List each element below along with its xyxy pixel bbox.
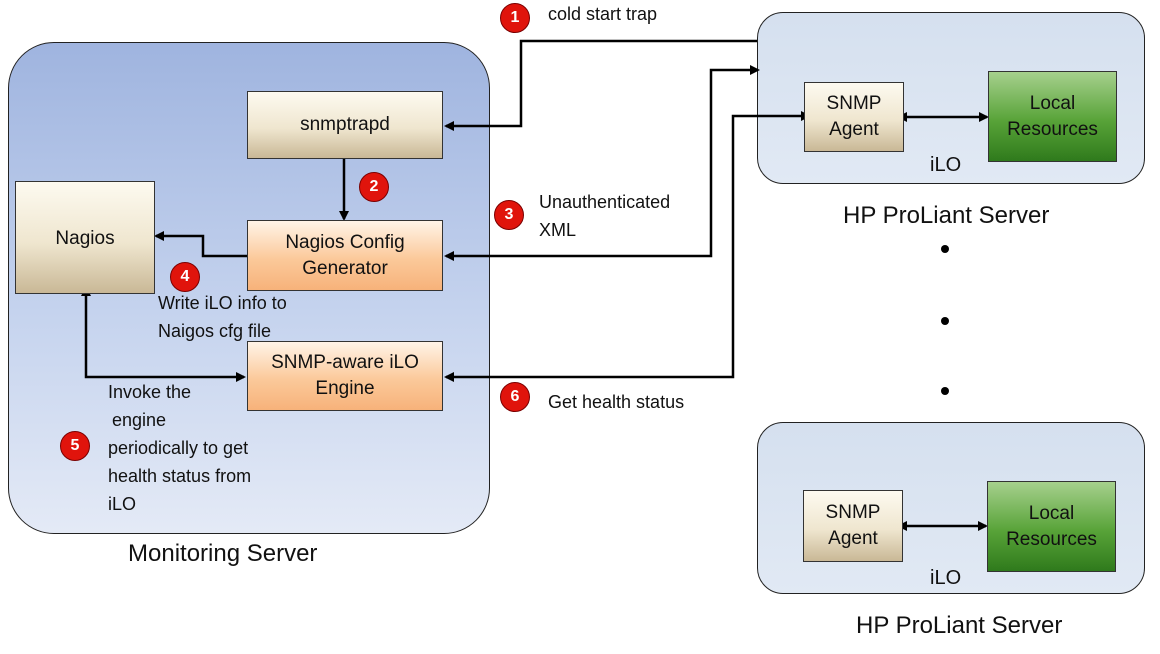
snmptrapd-box: snmptrapd — [247, 91, 443, 159]
arrow-xml — [444, 65, 760, 261]
step-5-text-line5: iLO — [108, 494, 137, 514]
nagios-box: Nagios — [15, 181, 155, 294]
step-badge-2: 2 — [359, 172, 389, 202]
hp-server-2-label: HP ProLiant Server — [856, 612, 1063, 639]
step-badge-5: 5 — [60, 431, 90, 461]
snmp-agent-box-1: SNMP Agent — [804, 82, 904, 152]
local-resources-box-1: Local Resources — [988, 71, 1117, 162]
hp-server-1-label: HP ProLiant Server — [843, 202, 1050, 229]
step-3-text-line2: XML — [539, 220, 577, 240]
step-5-text-line4: health status from — [108, 466, 252, 486]
arrow-nagios-engine — [81, 286, 246, 382]
ellipsis-dot — [941, 245, 949, 253]
step-badge-3: 3 — [494, 200, 524, 230]
nagios-config-generator-box: Nagios Config Generator — [247, 220, 443, 291]
step-3-text-line1: Unauthenticated — [539, 192, 671, 212]
snmp-agent-box-2: SNMP Agent — [803, 490, 903, 562]
arrow-health-status — [444, 111, 811, 382]
arrow-generator-to-nagios — [154, 231, 247, 258]
step-badge-1: 1 — [500, 3, 530, 33]
snmp-aware-ilo-engine-box: SNMP-aware iLO Engine — [247, 341, 443, 411]
local-resources-box-2: Local Resources — [987, 481, 1116, 572]
ilo-label-1: iLO — [930, 154, 962, 176]
step-1-text: cold start trap — [548, 4, 658, 24]
step-badge-6: 6 — [500, 382, 530, 412]
step-5-text-line2: engine — [112, 410, 167, 430]
monitoring-server-label: Monitoring Server — [128, 540, 318, 567]
ilo-label-2: iLO — [930, 567, 962, 589]
step-6-text: Get health status — [548, 392, 685, 412]
step-badge-4: 4 — [170, 262, 200, 292]
step-4-text-line1: Write iLO info to — [158, 293, 287, 313]
step-5-text-line1: Invoke the — [108, 382, 192, 402]
ellipsis-dot — [941, 317, 949, 325]
step-5-text-line3: periodically to get — [108, 438, 249, 458]
ellipsis-dot — [941, 387, 949, 395]
step-4-text-line2: Naigos cfg file — [158, 321, 272, 341]
